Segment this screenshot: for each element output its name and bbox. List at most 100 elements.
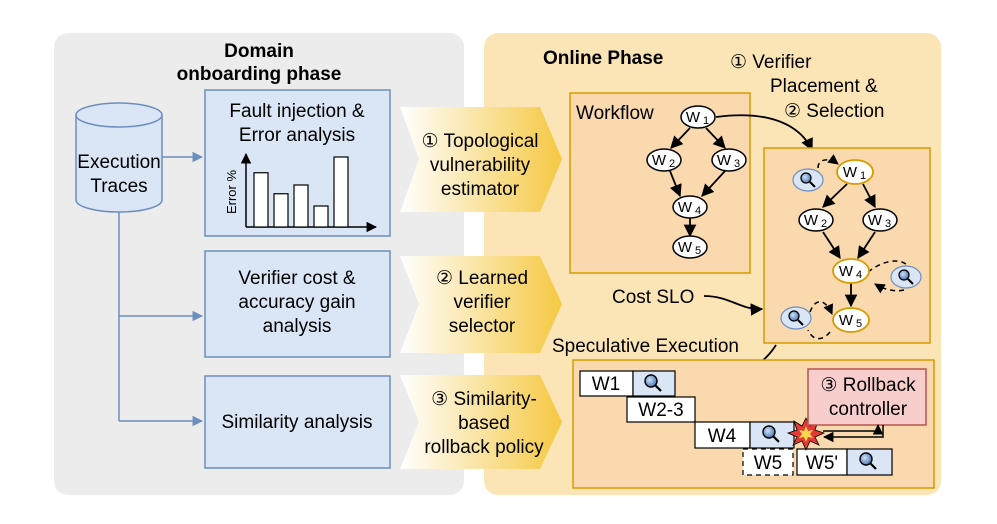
learned-line3: selector	[449, 316, 516, 337]
svg-text:3: 3	[734, 158, 740, 170]
database-label-line1: Execution	[77, 152, 160, 173]
svg-text:W: W	[678, 239, 693, 256]
similarity-line3: rollback policy	[424, 437, 544, 458]
timeline-w5-aborted: W5	[742, 448, 794, 476]
rollback-line1: ③ Rollback	[820, 375, 916, 396]
svg-text:5: 5	[695, 245, 701, 257]
svg-text:W5': W5'	[806, 453, 838, 474]
error-bar	[293, 184, 309, 228]
placement-line1: ① Verifier	[730, 52, 812, 73]
verifier-cost-box: Verifier cost & accuracy gain analysis	[204, 250, 391, 358]
similarity-line1: ③ Similarity-	[431, 389, 537, 410]
search-icon	[644, 374, 662, 392]
svg-text:5: 5	[856, 318, 862, 330]
svg-text:2: 2	[669, 158, 675, 170]
error-chart-bars	[253, 156, 349, 228]
chevron-learned-selector: ② Learned verifier selector	[400, 256, 562, 353]
cost-slo-arrow	[703, 295, 764, 316]
svg-text:W: W	[717, 152, 732, 169]
verifier-icon-c	[780, 306, 812, 330]
verifier-cost-line3: analysis	[263, 316, 332, 337]
learned-line1: ② Learned	[436, 268, 528, 289]
error-bar	[253, 172, 269, 228]
svg-text:4: 4	[695, 205, 701, 217]
timeline-w23: W2-3	[626, 396, 696, 423]
similarity-analysis-label: Similarity analysis	[222, 412, 373, 433]
database-label-line2: Traces	[90, 176, 147, 197]
verifier-icon-b	[890, 265, 922, 289]
svg-text:4: 4	[856, 269, 862, 281]
left-phase-title-line1: Domain	[224, 41, 294, 62]
speculative-execution-label: Speculative Execution	[552, 336, 739, 357]
learned-line2: verifier	[453, 292, 511, 313]
search-icon	[859, 452, 877, 470]
svg-text:W5: W5	[754, 453, 783, 474]
verifier-cost-line1: Verifier cost &	[238, 268, 356, 289]
svg-text:W: W	[839, 312, 854, 329]
verifier-icon-a	[792, 168, 824, 192]
topological-line3: estimator	[441, 179, 520, 200]
workflow-label: Workflow	[576, 103, 654, 124]
svg-text:W: W	[843, 164, 858, 181]
workflow-box: Workflow	[569, 92, 751, 274]
svg-text:W1: W1	[592, 374, 621, 395]
placement-arrow	[715, 114, 813, 152]
execution-traces-database: Execution Traces	[75, 102, 163, 213]
database-connectors	[118, 151, 204, 427]
svg-text:1: 1	[703, 115, 709, 127]
similarity-line2: based	[458, 413, 510, 434]
timeline-search-icons	[644, 374, 877, 470]
chevron-similarity-policy: ③ Similarity- based rollback policy	[400, 375, 562, 469]
rollback-controller-box: ③ Rollback controller	[807, 368, 927, 426]
search-icon	[762, 425, 780, 443]
svg-text:W4: W4	[708, 426, 737, 447]
workflow-edges	[669, 127, 726, 238]
fault-injection-line2: Error analysis	[239, 125, 355, 146]
timeline-w4: W4	[694, 421, 795, 449]
svg-text:W: W	[839, 263, 854, 280]
error-bar	[273, 193, 289, 228]
timeline-w5-prime: W5'	[796, 448, 893, 476]
augmented-edges	[822, 183, 876, 308]
placement-line2: Placement &	[770, 76, 878, 97]
error-chart-ylabel: Error %	[224, 170, 239, 215]
verifier-cost-line2: accuracy gain	[238, 292, 355, 313]
svg-text:1: 1	[860, 170, 866, 182]
svg-text:3: 3	[885, 218, 891, 230]
explosion-icon	[786, 417, 826, 451]
rollback-line2: controller	[829, 399, 908, 420]
svg-text:W: W	[678, 199, 693, 216]
svg-text:W2-3: W2-3	[638, 400, 683, 421]
similarity-analysis-box: Similarity analysis	[204, 375, 391, 469]
fault-injection-box: Fault injection & Error analysis Error %	[204, 89, 391, 237]
cost-slo-label: Cost SLO	[612, 287, 694, 308]
svg-text:W: W	[868, 212, 883, 229]
rollback-arrows	[822, 423, 884, 443]
svg-text:2: 2	[821, 218, 827, 230]
error-bar	[333, 156, 349, 228]
left-phase-title-line2: onboarding phase	[177, 64, 342, 85]
timeline-w1: W1	[579, 370, 676, 397]
online-phase-title: Online Phase	[543, 48, 663, 69]
svg-text:W: W	[652, 152, 667, 169]
placement-line3: ② Selection	[784, 101, 884, 122]
svg-text:W: W	[686, 109, 701, 126]
error-bar	[313, 205, 329, 228]
topological-line1: ① Topological	[421, 131, 538, 152]
topological-line2: vulnerability	[430, 155, 531, 176]
chevron-topological-estimator: ① Topological vulnerability estimator	[400, 107, 562, 212]
fault-injection-line1: Fault injection &	[229, 101, 365, 122]
svg-text:W: W	[804, 212, 819, 229]
